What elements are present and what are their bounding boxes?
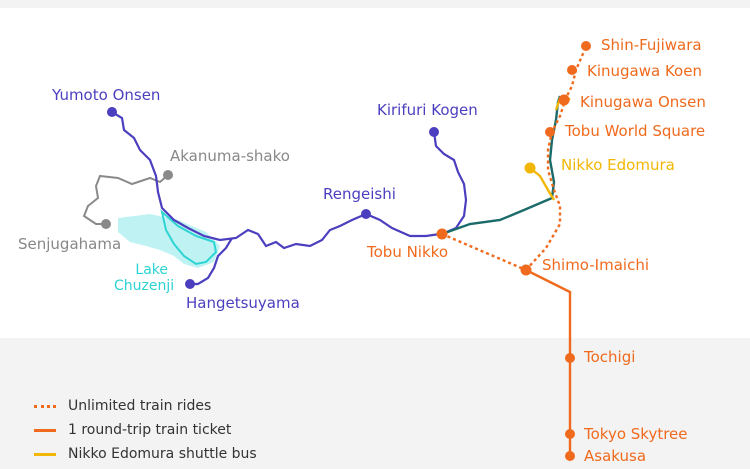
label-nikko-edomura: Nikko Edomura	[561, 156, 675, 174]
station-shin-fujiwara[interactable]	[581, 41, 591, 51]
label-senjugahama: Senjugahama	[18, 235, 122, 253]
label-lake-chuzenji-line1: Lake	[135, 262, 168, 278]
label-akanuma-shako: Akanuma-shako	[170, 147, 290, 165]
legend-label: Nikko Edomura shuttle bus	[68, 446, 257, 462]
station-kirifuri-kogen[interactable]	[429, 127, 439, 137]
station-rengeishi[interactable]	[361, 209, 371, 219]
hangetsuyama-route	[190, 237, 233, 286]
legend-background	[0, 338, 750, 469]
lake-chuzenji-route	[160, 209, 218, 266]
teal-route	[441, 95, 562, 236]
label-tochigi: Tochigi	[584, 348, 636, 366]
legend-label: 1 round-trip train ticket	[68, 422, 232, 438]
legend-swatch-dotted-orange	[34, 404, 56, 408]
label-rengeishi: Rengeishi	[323, 185, 396, 203]
senjugahama-route	[82, 174, 169, 225]
legend-item-round-trip: 1 round-trip train ticket	[34, 418, 257, 442]
label-tobu-nikko: Tobu Nikko	[367, 243, 448, 261]
label-yumoto-onsen: Yumoto Onsen	[52, 86, 161, 104]
station-tobu-nikko[interactable]	[436, 228, 448, 240]
top-strip	[0, 0, 750, 8]
legend-label: Unlimited train rides	[68, 398, 212, 414]
lake-chuzenji-area	[118, 214, 220, 268]
legend-swatch-solid-orange	[34, 428, 56, 432]
station-senjugahama[interactable]	[101, 219, 111, 229]
station-kinugawa-onsen[interactable]	[558, 94, 570, 106]
label-kinugawa-koen: Kinugawa Koen	[587, 62, 702, 80]
label-shimo-imaichi: Shimo-Imaichi	[542, 256, 649, 274]
station-tobu-world-square[interactable]	[545, 127, 555, 137]
map-legend: Unlimited train rides 1 round-trip train…	[34, 394, 257, 466]
unlimited-kinugawa-line	[525, 45, 588, 271]
station-asakusa[interactable]	[565, 451, 575, 461]
label-lake-chuzenji-line2: Chuzenji	[114, 278, 175, 294]
station-hangetsuyama[interactable]	[185, 279, 195, 289]
label-kirifuri-kogen: Kirifuri Kogen	[377, 101, 478, 119]
label-tokyo-skytree: Tokyo Skytree	[584, 425, 688, 443]
kirifuri-route	[432, 131, 468, 236]
label-kinugawa-onsen: Kinugawa Onsen	[580, 93, 706, 111]
station-nikko-edomura[interactable]	[524, 162, 536, 174]
legend-swatch-solid-yellow	[34, 452, 56, 456]
label-asakusa: Asakusa	[584, 447, 647, 465]
round-trip-line	[525, 268, 572, 458]
station-yumoto-onsen[interactable]	[107, 107, 117, 117]
station-shimo-imaichi[interactable]	[520, 264, 532, 276]
station-tokyo-skytree[interactable]	[565, 429, 575, 439]
station-kinugawa-koen[interactable]	[567, 65, 577, 75]
legend-item-unlimited: Unlimited train rides	[34, 394, 257, 418]
unlimited-nikko-line	[441, 232, 527, 272]
station-tochigi[interactable]	[565, 353, 575, 363]
label-hangetsuyama: Hangetsuyama	[186, 294, 300, 312]
station-akanuma-shako[interactable]	[163, 170, 173, 180]
legend-item-shuttle: Nikko Edomura shuttle bus	[34, 442, 257, 466]
label-shin-fujiwara: Shin-Fujiwara	[601, 36, 702, 54]
label-tobu-world-square: Tobu World Square	[565, 122, 706, 140]
label-lake-chuzenji: Lake Chuzenji	[114, 262, 175, 294]
edomura-shuttle-route	[529, 167, 556, 201]
